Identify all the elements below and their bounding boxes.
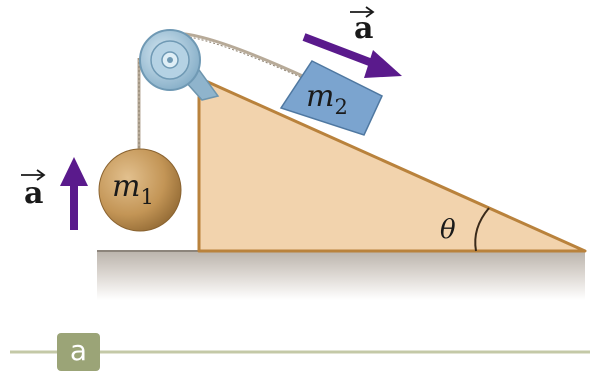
svg-text:a: a — [24, 176, 43, 211]
theta-label: θ — [440, 215, 456, 245]
m1-label: m1 — [112, 169, 154, 209]
right-arrow-icon — [21, 169, 46, 181]
panel-label-badge: a — [57, 333, 100, 371]
angle-arc — [474, 207, 490, 252]
m2-label: m2 — [306, 79, 348, 119]
accel-label-top: a — [350, 6, 375, 46]
arrow-icon — [302, 33, 402, 78]
accel-label-left: a — [21, 169, 46, 211]
arrow-icon — [60, 157, 88, 230]
ball-m1 — [98, 148, 182, 232]
block-m2 — [279, 60, 383, 136]
pulley-icon — [139, 29, 201, 91]
svg-text:a: a — [354, 11, 373, 46]
floor — [97, 250, 585, 300]
incline-wedge — [197, 76, 587, 253]
right-arrow-icon — [350, 6, 375, 18]
